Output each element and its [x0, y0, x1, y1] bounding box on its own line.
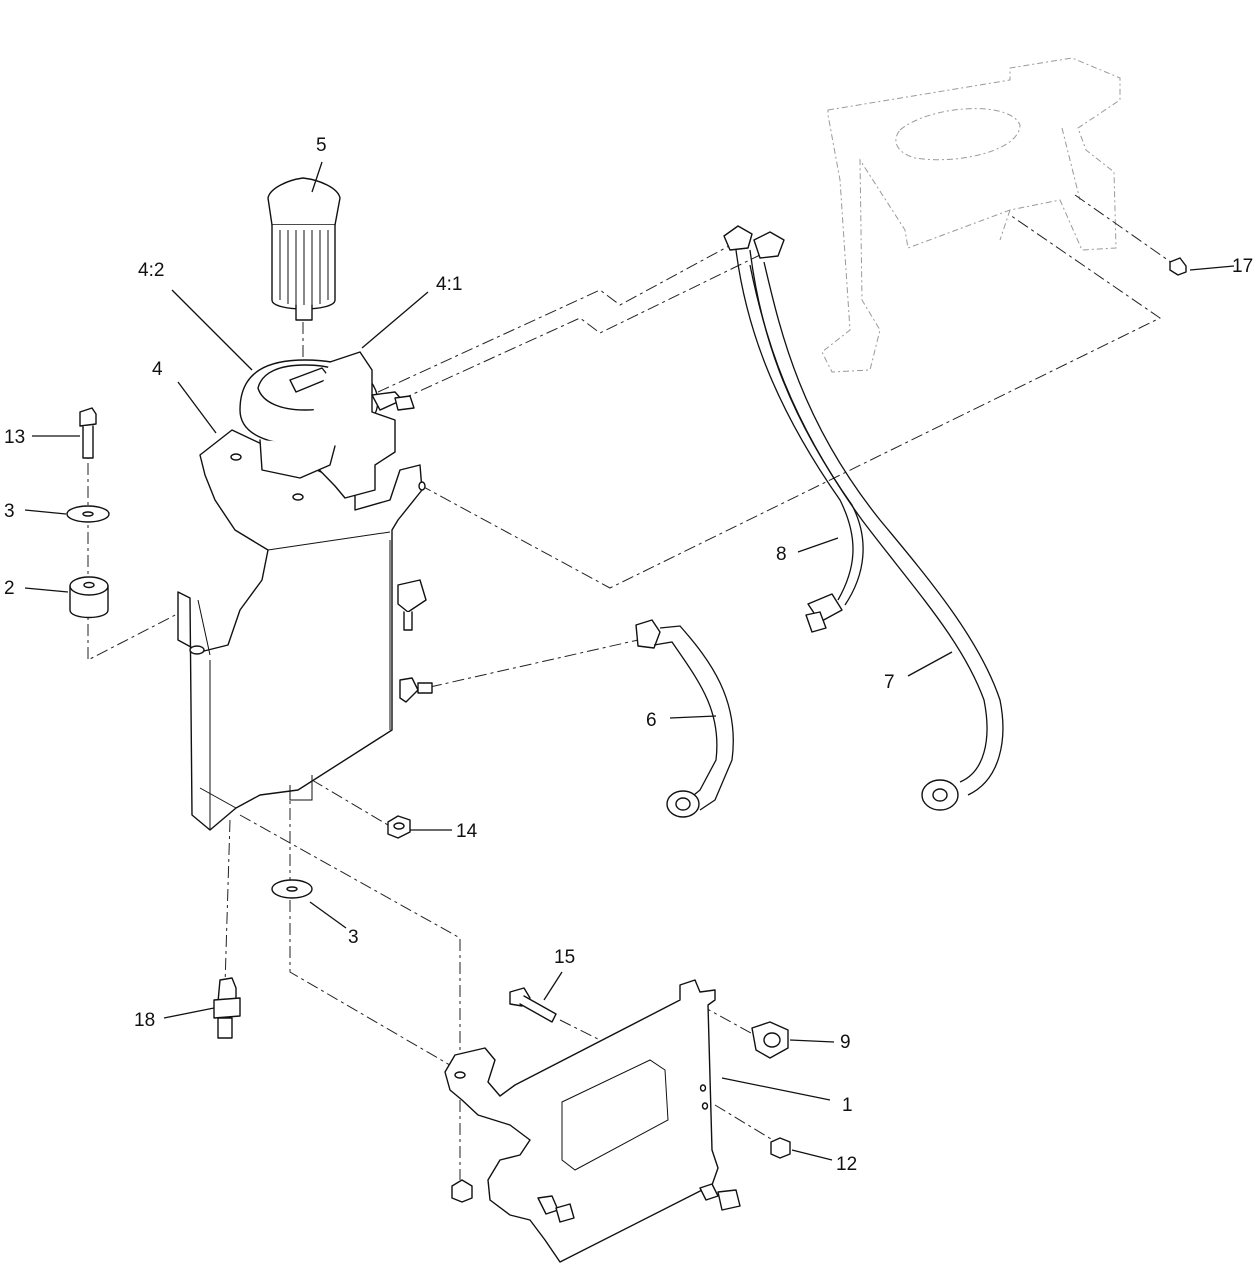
- callout-3-lower: 3: [348, 927, 359, 948]
- callout-9: 9: [840, 1032, 851, 1053]
- hose-item-8: [723, 225, 864, 633]
- filter-cartridge-item-5: [267, 177, 341, 321]
- ghost-frame-bracket: [821, 57, 1121, 373]
- hose-item-7: [749, 261, 1004, 811]
- callout-2: 2: [4, 578, 15, 599]
- callout-12: 12: [836, 1154, 857, 1175]
- callout-8: 8: [776, 544, 787, 565]
- callout-18: 18: [134, 1010, 155, 1031]
- callout-7: 7: [884, 672, 895, 693]
- nut-item-12: [770, 1137, 791, 1159]
- rubber-mount-item-2: [69, 576, 109, 619]
- callout-4-1: 4:1: [436, 274, 462, 295]
- callout-leaders: [24, 161, 1235, 1161]
- bolt-item-13: [79, 407, 97, 459]
- callout-17: 17: [1232, 256, 1253, 277]
- callout-1: 1: [842, 1095, 853, 1116]
- callout-14: 14: [456, 821, 478, 842]
- drain-valve-item-18: [213, 977, 241, 1039]
- bolt-item-17: [1169, 257, 1187, 276]
- callout-13: 13: [4, 427, 25, 448]
- clamp-item-9: [751, 1021, 789, 1059]
- washer-item-3-upper: [66, 505, 110, 523]
- callout-3-upper: 3: [4, 501, 15, 522]
- callout-6: 6: [646, 710, 657, 731]
- callout-15: 15: [554, 947, 575, 968]
- bracket-item-1: [444, 979, 741, 1263]
- callout-4-2: 4:2: [138, 260, 164, 281]
- hose-item-6: [635, 619, 734, 818]
- callout-5: 5: [316, 135, 327, 156]
- tank-item-4: [177, 351, 433, 831]
- nut-item-14: [387, 815, 411, 839]
- callout-4: 4: [152, 359, 163, 380]
- washer-item-3-lower: [271, 879, 313, 899]
- callout-labels: 1 2 3 3 4 4:1 4:2 5 6 7 8 9 12 13 14 15 …: [4, 135, 1253, 1175]
- bolt-item-15: [509, 987, 557, 1023]
